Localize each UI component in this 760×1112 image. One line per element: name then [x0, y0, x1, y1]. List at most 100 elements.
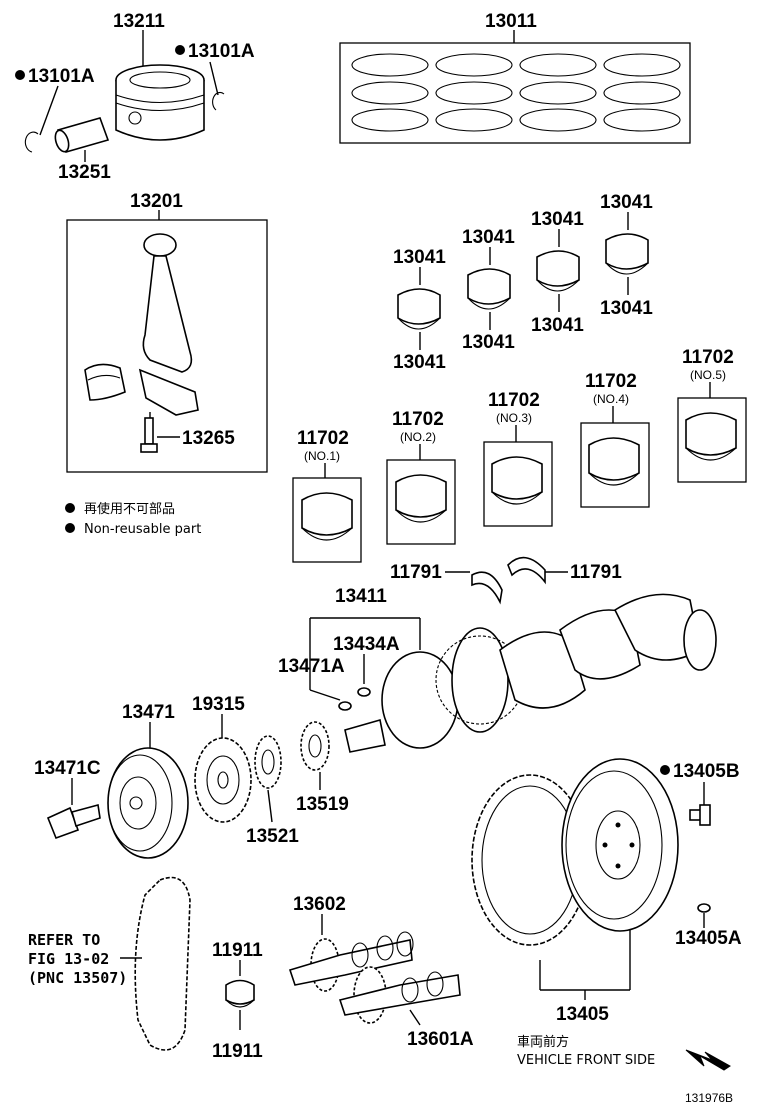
main-bearing-no3[interactable] — [491, 456, 543, 505]
label-13041-b1-top[interactable]: 13041 — [393, 247, 446, 268]
ring-column-4[interactable] — [603, 53, 681, 132]
label-13519[interactable]: 13519 — [296, 794, 349, 815]
rod-bearing[interactable] — [84, 363, 126, 401]
main-bearing-no1[interactable] — [301, 492, 353, 541]
bearing-shell-1[interactable] — [397, 288, 441, 330]
piston-ring-set: 13011 — [339, 11, 691, 144]
arrow-down-right-icon — [685, 1049, 731, 1071]
label-13405A[interactable]: 13405A — [675, 928, 742, 949]
legend-en: Non-reusable part — [84, 522, 201, 537]
bearing-shell-2[interactable] — [467, 268, 511, 310]
label-13265[interactable]: 13265 — [182, 428, 235, 449]
refer-line-2[interactable]: FIG 13-02 — [28, 950, 109, 968]
bearing-shell-4[interactable] — [605, 233, 649, 275]
label-11702-no3[interactable]: 11702 — [488, 390, 540, 411]
label-13471[interactable]: 13471 — [122, 702, 175, 723]
crank-pulley[interactable] — [107, 747, 189, 859]
label-11702-no1[interactable]: 11702 — [297, 428, 349, 449]
timing-chain[interactable] — [134, 876, 191, 1051]
bearing-11911[interactable] — [225, 979, 255, 1008]
bearing-11911-group: 11911 11911 — [212, 940, 263, 1062]
label-13201[interactable]: 13201 — [130, 191, 183, 212]
flywheel-group: 13405B 13405A 13405 — [471, 758, 742, 1025]
label-13471C[interactable]: 13471C — [34, 758, 101, 779]
piston-group: 13211 13101A 13101A 13251 — [15, 11, 255, 183]
timing-chain-group: REFER TO FIG 13-02 (PNC 13507) — [28, 876, 191, 1051]
front-label-jp: 車両前方 — [517, 1034, 569, 1050]
thrust-washer-right[interactable] — [507, 556, 546, 585]
label-11702-no4-sub: (NO.4) — [593, 392, 629, 406]
flywheel-dowel[interactable] — [697, 903, 711, 913]
pulley-bolt[interactable] — [46, 803, 101, 840]
camshaft-13602[interactable] — [288, 931, 414, 992]
figure-id: 131976B — [685, 1091, 733, 1105]
label-13521[interactable]: 13521 — [246, 826, 299, 847]
ring-column-1[interactable] — [351, 53, 429, 132]
label-11911-bot[interactable]: 11911 — [212, 1041, 263, 1062]
label-13041-b3-bot[interactable]: 13041 — [531, 315, 584, 336]
label-13601A[interactable]: 13601A — [407, 1029, 474, 1050]
piston-pin[interactable] — [53, 117, 110, 153]
flywheel-bolt[interactable] — [689, 804, 711, 826]
crank-sprocket-13519[interactable] — [300, 721, 330, 771]
label-13602[interactable]: 13602 — [293, 894, 346, 915]
front-direction: 車両前方 VEHICLE FRONT SIDE — [517, 1034, 731, 1071]
rod-bolt[interactable] — [140, 417, 158, 453]
front-drive-group: 13471 13471C 19315 13521 — [34, 694, 349, 859]
label-11791-right[interactable]: 11791 — [570, 562, 622, 583]
flywheel[interactable] — [561, 758, 679, 932]
label-13041-b4-top[interactable]: 13041 — [600, 192, 653, 213]
label-13011[interactable]: 13011 — [485, 11, 537, 32]
label-13251[interactable]: 13251 — [58, 162, 111, 183]
timing-rotor-plate[interactable] — [194, 737, 252, 823]
refer-line-1: REFER TO — [28, 931, 100, 949]
main-bearing-no2[interactable] — [395, 474, 447, 523]
non-reusable-marker-icon — [65, 503, 75, 513]
label-13041-b2-top[interactable]: 13041 — [462, 227, 515, 248]
label-13041-b1-bot[interactable]: 13041 — [393, 352, 446, 373]
label-11702-no5[interactable]: 11702 — [682, 347, 734, 368]
label-13101A-left[interactable]: 13101A — [28, 66, 95, 87]
label-13405[interactable]: 13405 — [556, 1004, 609, 1025]
crank-key-2[interactable] — [357, 687, 371, 697]
camshaft-group: 13602 13601A — [288, 894, 474, 1050]
crankshaft[interactable] — [344, 593, 717, 753]
label-13411[interactable]: 13411 — [335, 586, 387, 607]
refer-line-3[interactable]: (PNC 13507) — [28, 969, 127, 987]
label-13101A-right[interactable]: 13101A — [188, 41, 255, 62]
legend: 再使用不可部品 Non-reusable part — [65, 501, 201, 537]
label-13041-b4-bot[interactable]: 13041 — [600, 298, 653, 319]
non-reusable-marker-icon — [175, 45, 185, 55]
label-13405B[interactable]: 13405B — [673, 761, 740, 782]
piston-pin-clip-right[interactable] — [212, 91, 225, 111]
label-11911-top[interactable]: 11911 — [212, 940, 263, 961]
non-reusable-marker-icon — [65, 523, 75, 533]
bearing-shell-3[interactable] — [536, 250, 580, 292]
label-19315[interactable]: 19315 — [192, 694, 245, 715]
label-13211[interactable]: 13211 — [113, 11, 165, 32]
crank-sprocket-13521[interactable] — [254, 735, 282, 789]
main-bearing-no5[interactable] — [685, 412, 737, 461]
camshaft-13601A[interactable] — [338, 966, 461, 1024]
label-13434A[interactable]: 13434A — [333, 634, 400, 655]
legend-jp: 再使用不可部品 — [84, 501, 175, 517]
label-11702-no3-sub: (NO.3) — [496, 411, 532, 425]
front-label-en: VEHICLE FRONT SIDE — [517, 1053, 655, 1068]
piston[interactable] — [115, 64, 205, 141]
label-13041-b3-top[interactable]: 13041 — [531, 209, 584, 230]
piston-pin-clip-left[interactable] — [24, 131, 39, 153]
label-13471A[interactable]: 13471A — [278, 656, 345, 677]
label-11702-no5-sub: (NO.5) — [690, 368, 726, 382]
label-11702-no4[interactable]: 11702 — [585, 371, 637, 392]
label-13041-b2-bot[interactable]: 13041 — [462, 332, 515, 353]
crank-key-1[interactable] — [338, 701, 352, 711]
ring-column-3[interactable] — [519, 53, 597, 132]
main-bearing-no4[interactable] — [588, 437, 640, 486]
connecting-rod[interactable] — [138, 233, 199, 416]
thrust-washer-left[interactable] — [471, 571, 503, 605]
label-11791-left[interactable]: 11791 — [390, 562, 442, 583]
label-11702-no2[interactable]: 11702 — [392, 409, 444, 430]
ring-column-2[interactable] — [435, 53, 513, 132]
rod-bearing-set: 13041 13041 13041 13041 13041 13041 1304… — [393, 192, 653, 373]
